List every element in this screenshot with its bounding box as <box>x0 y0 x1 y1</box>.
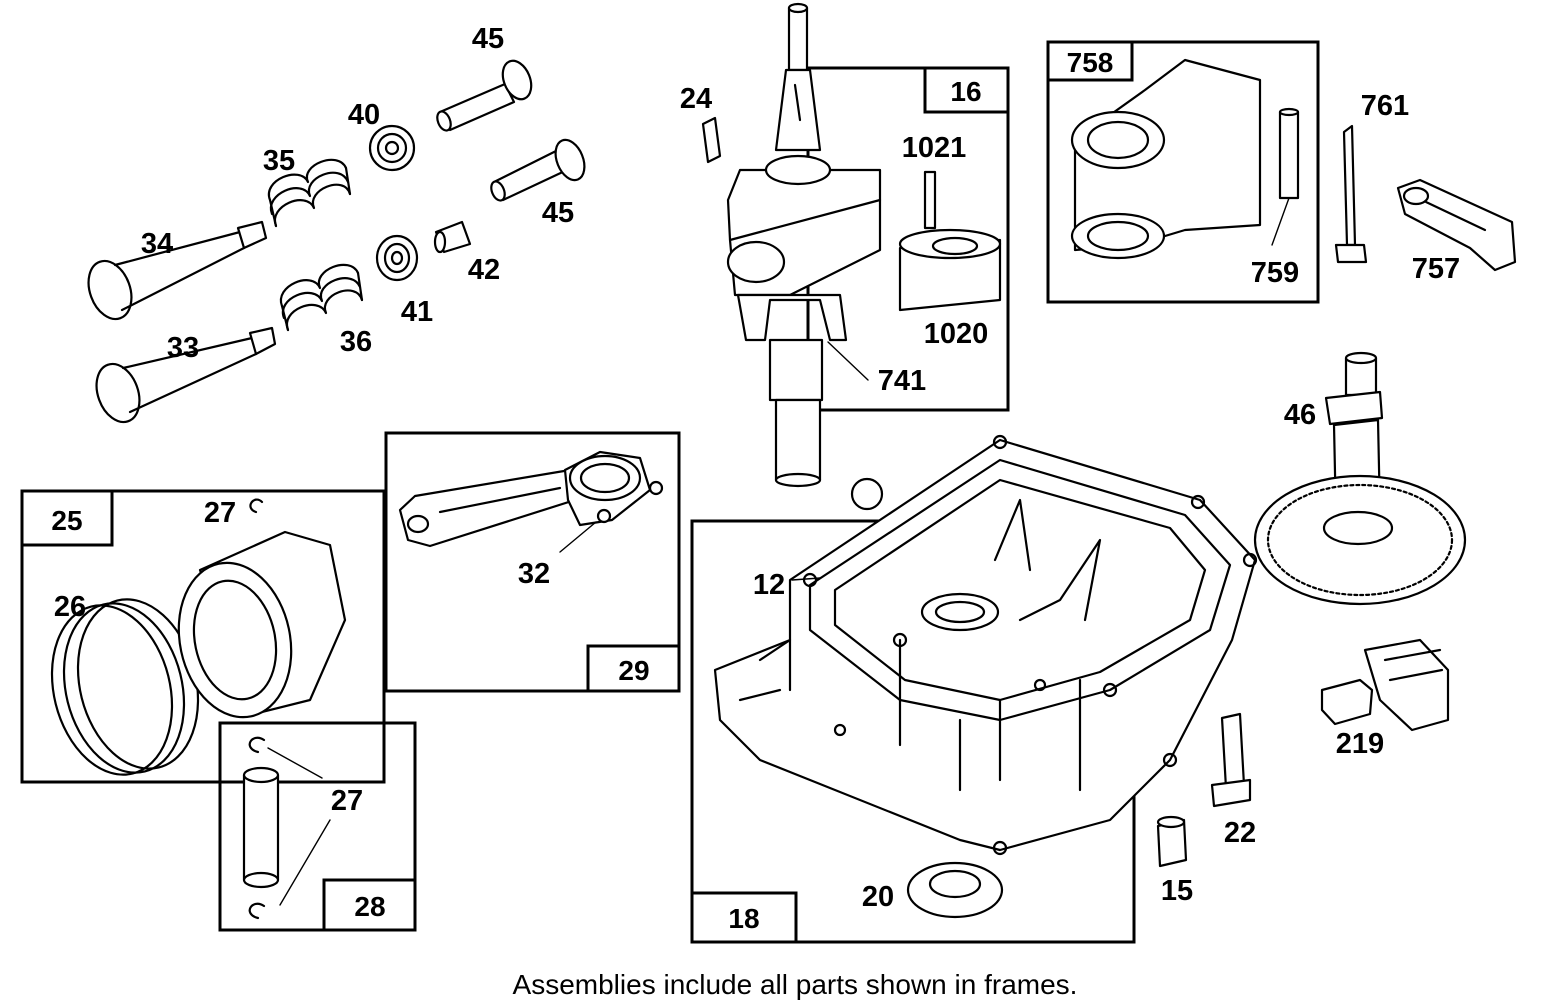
frame-29-label: 29 <box>618 655 649 686</box>
callout-219: 219 <box>1336 728 1384 760</box>
frame-25-label: 25 <box>51 505 82 536</box>
callout-46: 46 <box>1284 399 1316 431</box>
sump-12 <box>713 434 1258 856</box>
bolt-761 <box>1334 124 1368 264</box>
key-24 <box>701 116 722 164</box>
lifter-45-lower <box>490 138 586 202</box>
frame-25: 25 <box>20 489 386 784</box>
bracket-758 <box>1070 58 1262 260</box>
callout-34: 34 <box>141 228 173 260</box>
frame-28-border <box>218 721 417 932</box>
retainer-41 <box>375 234 419 282</box>
callout-32: 32 <box>518 558 550 590</box>
frame-28: 28 <box>218 721 417 932</box>
callout-20: 20 <box>862 881 894 913</box>
leader-12 <box>791 577 821 581</box>
leader-32 <box>559 521 597 553</box>
leader-741 <box>827 341 869 381</box>
frame-18-tag <box>690 891 798 944</box>
callout-761: 761 <box>1361 90 1409 122</box>
pin-759 <box>1278 107 1300 200</box>
callout-22: 22 <box>1224 817 1256 849</box>
governor-219 <box>1320 638 1450 732</box>
valve-33 <box>95 326 277 424</box>
callout-24: 24 <box>680 83 712 115</box>
frame-758-border <box>1046 40 1320 304</box>
callout-42: 42 <box>468 254 500 286</box>
callout-35: 35 <box>263 145 295 177</box>
camshaft-46 <box>1253 351 1467 606</box>
valve-34 <box>87 220 268 321</box>
callout-15: 15 <box>1161 875 1193 907</box>
keepers-42 <box>433 220 472 254</box>
frame-29-border <box>384 431 681 693</box>
leader-759 <box>1271 197 1290 246</box>
diagram-caption: Assemblies include all parts shown in fr… <box>513 969 1078 1000</box>
frame-29-tag <box>586 644 681 693</box>
bolt-22 <box>1210 712 1252 808</box>
frame-25-tag <box>20 489 114 547</box>
callout-759: 759 <box>1251 257 1299 289</box>
callout-33: 33 <box>167 332 199 364</box>
frame-29: 29 <box>384 431 681 693</box>
callout-26: 26 <box>54 591 86 623</box>
plug-15 <box>1156 815 1188 868</box>
frame-758-label: 758 <box>1067 47 1114 78</box>
callout-1021: 1021 <box>902 132 967 164</box>
callout-40: 40 <box>348 99 380 131</box>
frame-758: 758 <box>1046 40 1320 304</box>
clip-27a <box>249 498 264 514</box>
spring-36 <box>279 263 364 332</box>
leader-27b <box>267 747 331 906</box>
frame-28-label: 28 <box>354 891 385 922</box>
frame-25-border <box>20 489 386 784</box>
seal-20 <box>906 861 1004 919</box>
wrist-pin-28 <box>242 766 280 889</box>
callout-1020: 1020 <box>924 318 989 350</box>
retainer-40 <box>368 124 416 172</box>
clip-27b <box>248 736 266 920</box>
callout-41: 41 <box>401 296 433 328</box>
frame-28-tag <box>322 878 417 932</box>
bushing-1020 <box>898 228 1002 312</box>
crankshaft-16 <box>726 2 882 488</box>
spring-35 <box>267 158 352 228</box>
frame-16-label: 16 <box>950 76 981 107</box>
callout-45-upper: 45 <box>472 23 504 55</box>
callout-757: 757 <box>1412 253 1460 285</box>
callout-27-piston: 27 <box>204 497 236 529</box>
callout-45-lower: 45 <box>542 197 574 229</box>
callout-12: 12 <box>753 569 785 601</box>
frame-758-tag <box>1046 40 1134 82</box>
frame-18-label: 18 <box>728 903 759 934</box>
connecting-rod-32 <box>398 450 664 548</box>
callout-741: 741 <box>878 365 926 397</box>
callout-27-pin: 27 <box>331 785 363 817</box>
piston-25 <box>177 530 347 719</box>
pin-1021 <box>923 170 937 230</box>
connecting-rod-757 <box>1396 178 1517 272</box>
lifter-45-upper <box>436 59 533 132</box>
frame-16-tag <box>923 66 1010 114</box>
callout-36: 36 <box>340 326 372 358</box>
